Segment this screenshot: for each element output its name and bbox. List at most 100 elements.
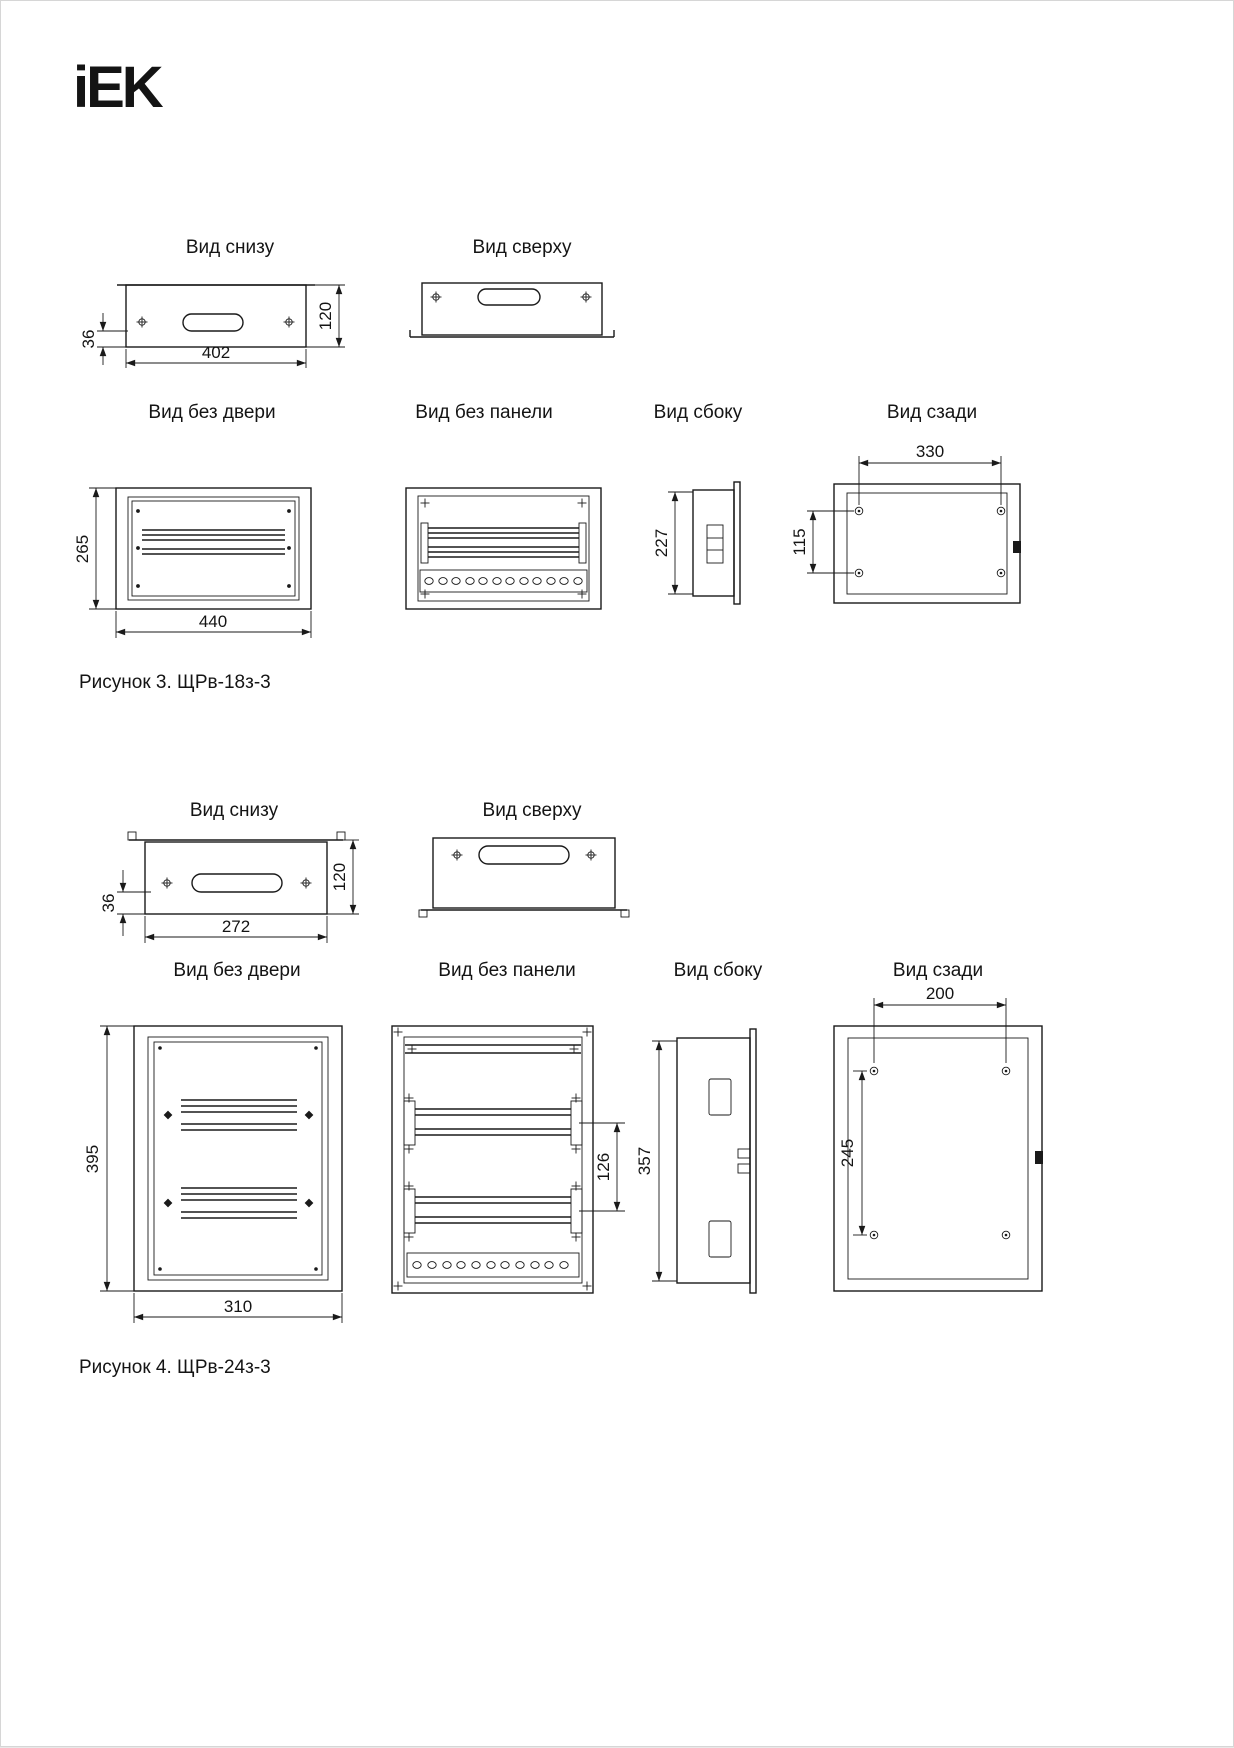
- fig4-dim-side-height: 357: [635, 1040, 677, 1282]
- figure4-section: Вид снизу Вид сверху 36 272: [79, 800, 1043, 1378]
- fig3-dim-front-width: 440: [115, 611, 312, 638]
- fig3-side-view-drawing: [692, 481, 741, 605]
- screw-cross-icon: [404, 1144, 414, 1154]
- screw-cross-icon: [571, 1232, 581, 1242]
- fig3-label-bottom-view: Вид снизу: [186, 237, 275, 258]
- screw-icon: [430, 291, 442, 303]
- fig3-dim-120-text: 120: [316, 302, 335, 330]
- screw-cross-icon: [577, 498, 587, 508]
- fig4-side-view-drawing: [676, 1028, 757, 1294]
- fig3-label-side-view: Вид сбоку: [654, 402, 743, 423]
- lock-mark: [1035, 1151, 1043, 1164]
- figure3-section: Вид снизу Вид сверху 36 402 120: [73, 237, 1021, 693]
- fig4-label-front-view: Вид без двери: [173, 960, 300, 981]
- fig4-dim-rail-spacing: 126: [579, 1122, 625, 1212]
- fig4-dim-bottom-rail-depth: 36: [99, 870, 151, 936]
- mount-hole-icon: [854, 506, 864, 516]
- fig3-rear-view-drawing: [833, 483, 1021, 604]
- mount-hole-icon: [854, 568, 864, 578]
- fig3-bottom-view-drawing: [117, 284, 315, 348]
- fig4-dim-bottom-depth: 120: [327, 839, 359, 915]
- fig4-label-bottom-view: Вид снизу: [190, 800, 279, 821]
- diamond-mark-icon: [163, 1110, 173, 1120]
- fig3-dim-bottom-rail-depth: 36: [79, 313, 128, 365]
- fig3-perforation-strip: [424, 577, 583, 585]
- fig4-panel-view-drawing: [391, 1025, 594, 1294]
- fig3-dim-36-text: 36: [79, 330, 98, 349]
- screw-cross-icon: [404, 1232, 414, 1242]
- fig3-dim-rear-mount-width: 330: [858, 442, 1002, 505]
- fig4-dim-36-text: 36: [99, 894, 118, 913]
- screw-cross-icon: [407, 1044, 417, 1054]
- fig3-dim-402-text: 402: [202, 343, 230, 362]
- screw-icon: [451, 849, 463, 861]
- fig3-dim-440-text: 440: [199, 612, 227, 631]
- fig3-dim-330-text: 330: [916, 442, 944, 461]
- fig4-dim-126-text: 126: [594, 1153, 613, 1181]
- fig4-front-view-drawing: [133, 1025, 343, 1292]
- mount-hole-icon: [996, 506, 1006, 516]
- mount-hole-icon: [1001, 1066, 1011, 1076]
- screw-cross-icon: [393, 1027, 403, 1037]
- fig4-dim-357-text: 357: [635, 1147, 654, 1175]
- screw-icon: [585, 849, 597, 861]
- fig4-perforation-strip: [412, 1261, 569, 1269]
- mount-hole-icon: [996, 568, 1006, 578]
- fig4-label-rear-view: Вид сзади: [893, 960, 983, 981]
- fig4-bottom-view-drawing: [127, 831, 346, 915]
- screw-cross-icon: [571, 1144, 581, 1154]
- fig4-label-top-view: Вид сверху: [483, 800, 582, 821]
- fig3-top-view-drawing: [409, 282, 615, 338]
- fig4-dim-rear-mount-width: 200: [873, 984, 1007, 1063]
- screw-icon: [161, 877, 173, 889]
- fig3-dim-side-height: 227: [652, 491, 693, 595]
- screw-icon: [580, 291, 592, 303]
- fig4-dim-310-text: 310: [224, 1297, 252, 1316]
- screw-cross-icon: [582, 1281, 592, 1291]
- fig3-caption: Рисунок 3. ЩРв-18з-3: [79, 672, 271, 693]
- fig4-label-side-view: Вид сбоку: [674, 960, 763, 981]
- screw-icon: [300, 877, 312, 889]
- fig4-dim-front-height: 395: [83, 1025, 134, 1292]
- fig4-dim-395-text: 395: [83, 1145, 102, 1173]
- fig4-dim-120-text: 120: [330, 863, 349, 891]
- diamond-mark-icon: [163, 1198, 173, 1208]
- screw-cross-icon: [582, 1027, 592, 1037]
- screw-cross-icon: [569, 1044, 579, 1054]
- fig3-dim-265-text: 265: [73, 535, 92, 563]
- iek-logo: iEK: [73, 55, 164, 120]
- fig3-label-front-view: Вид без двери: [148, 402, 275, 423]
- mount-hole-icon: [1001, 1230, 1011, 1240]
- fig3-front-view-drawing: [115, 487, 312, 610]
- screw-cross-icon: [420, 498, 430, 508]
- fig4-dim-200-text: 200: [926, 984, 954, 1003]
- fig3-label-rear-view: Вид сзади: [887, 402, 977, 423]
- diamond-mark-icon: [304, 1198, 314, 1208]
- fig3-dim-115-text: 115: [790, 528, 809, 555]
- fig3-panel-view-drawing: [405, 487, 602, 610]
- fig4-dim-front-width: 310: [133, 1293, 343, 1323]
- fig3-dim-bottom-depth: 120: [306, 284, 345, 348]
- fig4-dim-272-text: 272: [222, 917, 250, 936]
- fig3-label-top-view: Вид сверху: [473, 237, 572, 258]
- diamond-mark-icon: [304, 1110, 314, 1120]
- fig4-caption: Рисунок 4. ЩРв-24з-3: [79, 1357, 271, 1378]
- fig3-dim-227-text: 227: [652, 529, 671, 557]
- fig4-dim-bottom-width: 272: [144, 916, 328, 943]
- fig3-dim-rear-mount-height: 115: [790, 510, 854, 574]
- fig4-dim-245-text: 245: [838, 1139, 857, 1167]
- screw-cross-icon: [577, 589, 587, 599]
- screw-cross-icon: [393, 1281, 403, 1291]
- screw-icon: [136, 316, 148, 328]
- lock-mark: [1013, 541, 1021, 553]
- fig4-dim-rear-mount-height: 245: [838, 1070, 867, 1236]
- mount-hole-icon: [869, 1230, 879, 1240]
- mount-hole-icon: [869, 1066, 879, 1076]
- screw-icon: [283, 316, 295, 328]
- fig3-label-panel-view: Вид без панели: [415, 402, 552, 423]
- fig4-rear-view-drawing: [833, 1025, 1043, 1292]
- fig4-top-view-drawing: [418, 837, 630, 918]
- fig3-dim-bottom-width: 402: [125, 343, 307, 368]
